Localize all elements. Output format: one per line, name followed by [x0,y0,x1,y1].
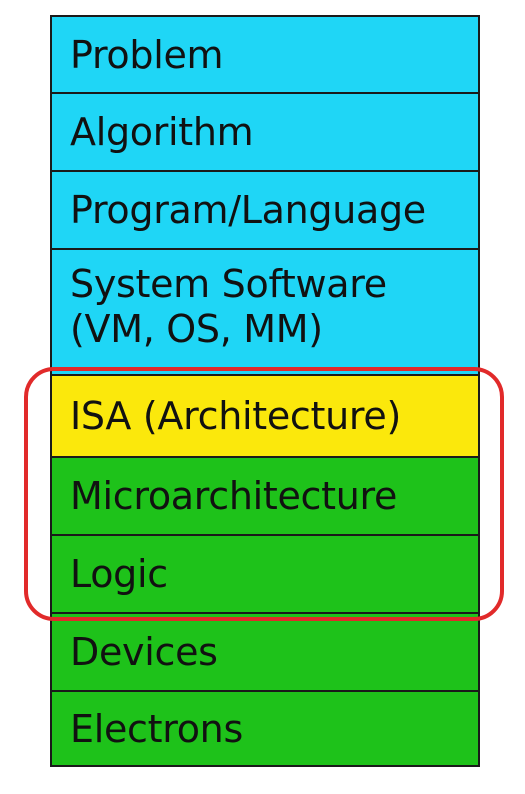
layer-algorithm: Algorithm [50,93,480,171]
layer-electrons: Electrons [50,691,480,767]
layer-devices: Devices [50,613,480,691]
abstraction-layer-stack: Problem Algorithm Program/Language Syste… [50,15,480,767]
layer-program-language: Program/Language [50,171,480,249]
layer-logic: Logic [50,535,480,613]
layer-microarchitecture: Microarchitecture [50,457,480,535]
layer-system-software: System Software (VM, OS, MM) [50,249,480,375]
layer-problem: Problem [50,15,480,93]
layer-isa: ISA (Architecture) [50,375,480,457]
